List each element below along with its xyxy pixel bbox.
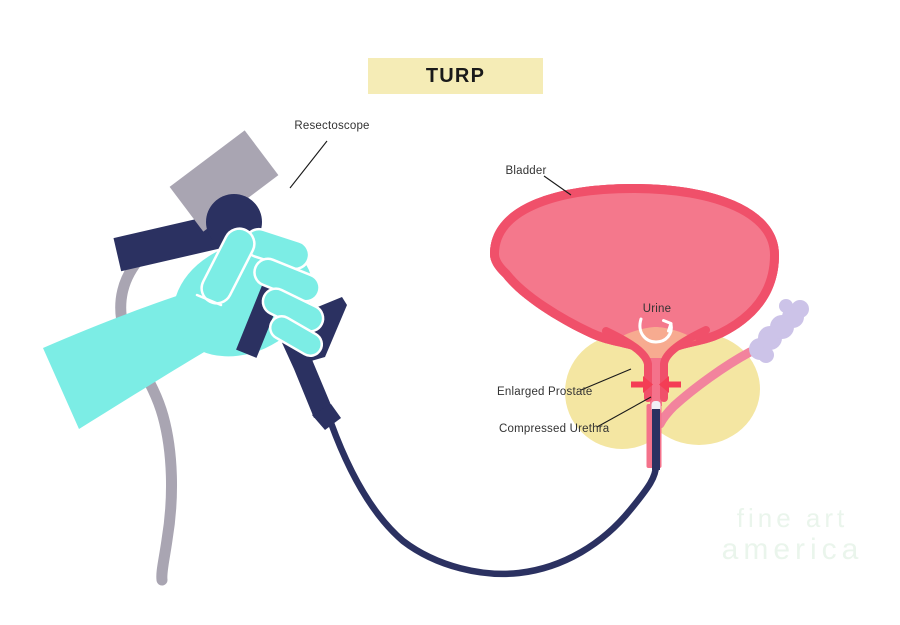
anatomy-diagram <box>490 184 809 470</box>
compressed-urethra-channel <box>650 358 662 406</box>
compression-arrow-left-icon <box>631 376 653 393</box>
label-urine: Urine <box>642 303 672 315</box>
bladder-neck-funnel <box>602 326 710 406</box>
leader-compressed-urethra <box>596 396 652 428</box>
label-compressed-urethra: Compressed Urethra <box>499 423 610 435</box>
resectoscope-and-hand <box>43 130 660 586</box>
scope-eyepiece <box>169 130 279 232</box>
label-bladder: Bladder <box>505 165 547 177</box>
compression-arrows <box>631 376 681 393</box>
label-enlarged-prostate: Enlarged Prostate <box>497 386 593 398</box>
label-resectoscope: Resectoscope <box>294 120 370 132</box>
surgeon-glove <box>43 227 325 429</box>
leader-lines <box>289 140 652 428</box>
title-box: TURP <box>368 58 543 94</box>
urine-flow-arrow-icon <box>638 317 673 344</box>
scope-shaft-in-urethra <box>652 409 660 470</box>
scope-cable <box>327 419 660 578</box>
leader-bladder <box>543 175 572 196</box>
leader-enlarged-prostate <box>580 368 632 391</box>
seminal-vesicle-cloud <box>749 299 809 363</box>
irrigation-tube <box>115 251 178 586</box>
page-title: TURP <box>425 64 486 87</box>
urethra-tube <box>646 401 662 470</box>
scope-side-arm <box>113 214 223 272</box>
compression-arrow-right-icon <box>659 376 681 393</box>
leader-resectoscope <box>289 140 328 189</box>
vas-deferens-tube <box>655 347 755 429</box>
glove-finger-pinky <box>268 315 324 357</box>
glove-crease <box>195 293 223 307</box>
